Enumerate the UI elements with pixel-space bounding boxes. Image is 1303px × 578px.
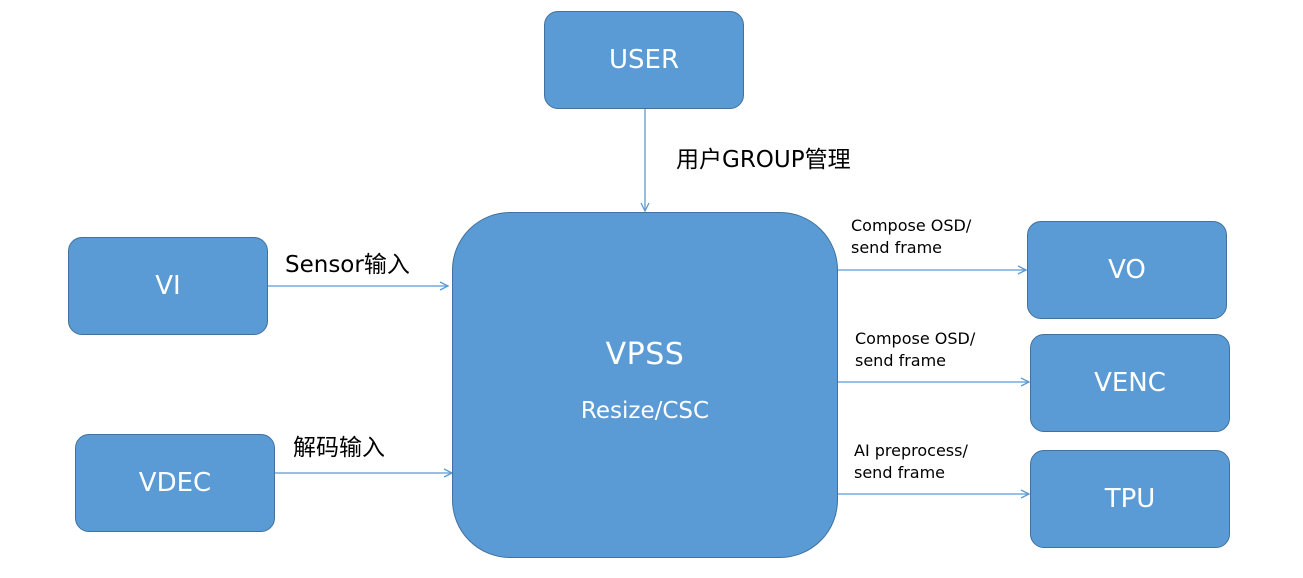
vi-node-label: VI: [155, 271, 181, 301]
venc-edge-label-line1: Compose OSD/: [855, 329, 976, 348]
vo-edge-label: Compose OSD/ send frame: [851, 215, 971, 259]
user-group-edge-label: 用户GROUP管理: [676, 147, 851, 173]
sensor-input-edge-label: Sensor输入: [285, 252, 410, 278]
vo-node[interactable]: VO: [1027, 221, 1227, 319]
user-node-label: USER: [608, 45, 680, 75]
venc-edge-label: Compose OSD/ send frame: [855, 328, 975, 372]
tpu-edge-label: AI preprocess/ send frame: [854, 440, 968, 484]
vpss-node[interactable]: VPSS Resize/CSC: [452, 212, 838, 558]
venc-edge-label-line2: send frame: [855, 351, 947, 370]
vo-edge-label-line1: Compose OSD/: [851, 216, 972, 235]
vdec-node-label: VDEC: [138, 468, 212, 498]
tpu-node-label: TPU: [1104, 484, 1156, 514]
user-node[interactable]: USER: [544, 11, 744, 109]
venc-node-label: VENC: [1094, 368, 1166, 398]
vo-edge-label-line2: send frame: [851, 238, 943, 257]
decode-input-edge-label: 解码输入: [293, 435, 385, 461]
tpu-node[interactable]: TPU: [1030, 450, 1230, 548]
vpss-node-subtitle: Resize/CSC: [580, 398, 710, 424]
vpss-node-title: VPSS: [605, 337, 685, 372]
tpu-edge-label-line2: send frame: [854, 463, 946, 482]
tpu-edge-label-line1: AI preprocess/: [854, 441, 968, 460]
vi-node[interactable]: VI: [68, 237, 268, 335]
venc-node[interactable]: VENC: [1030, 334, 1230, 432]
vo-node-label: VO: [1108, 255, 1146, 285]
vdec-node[interactable]: VDEC: [75, 434, 275, 532]
